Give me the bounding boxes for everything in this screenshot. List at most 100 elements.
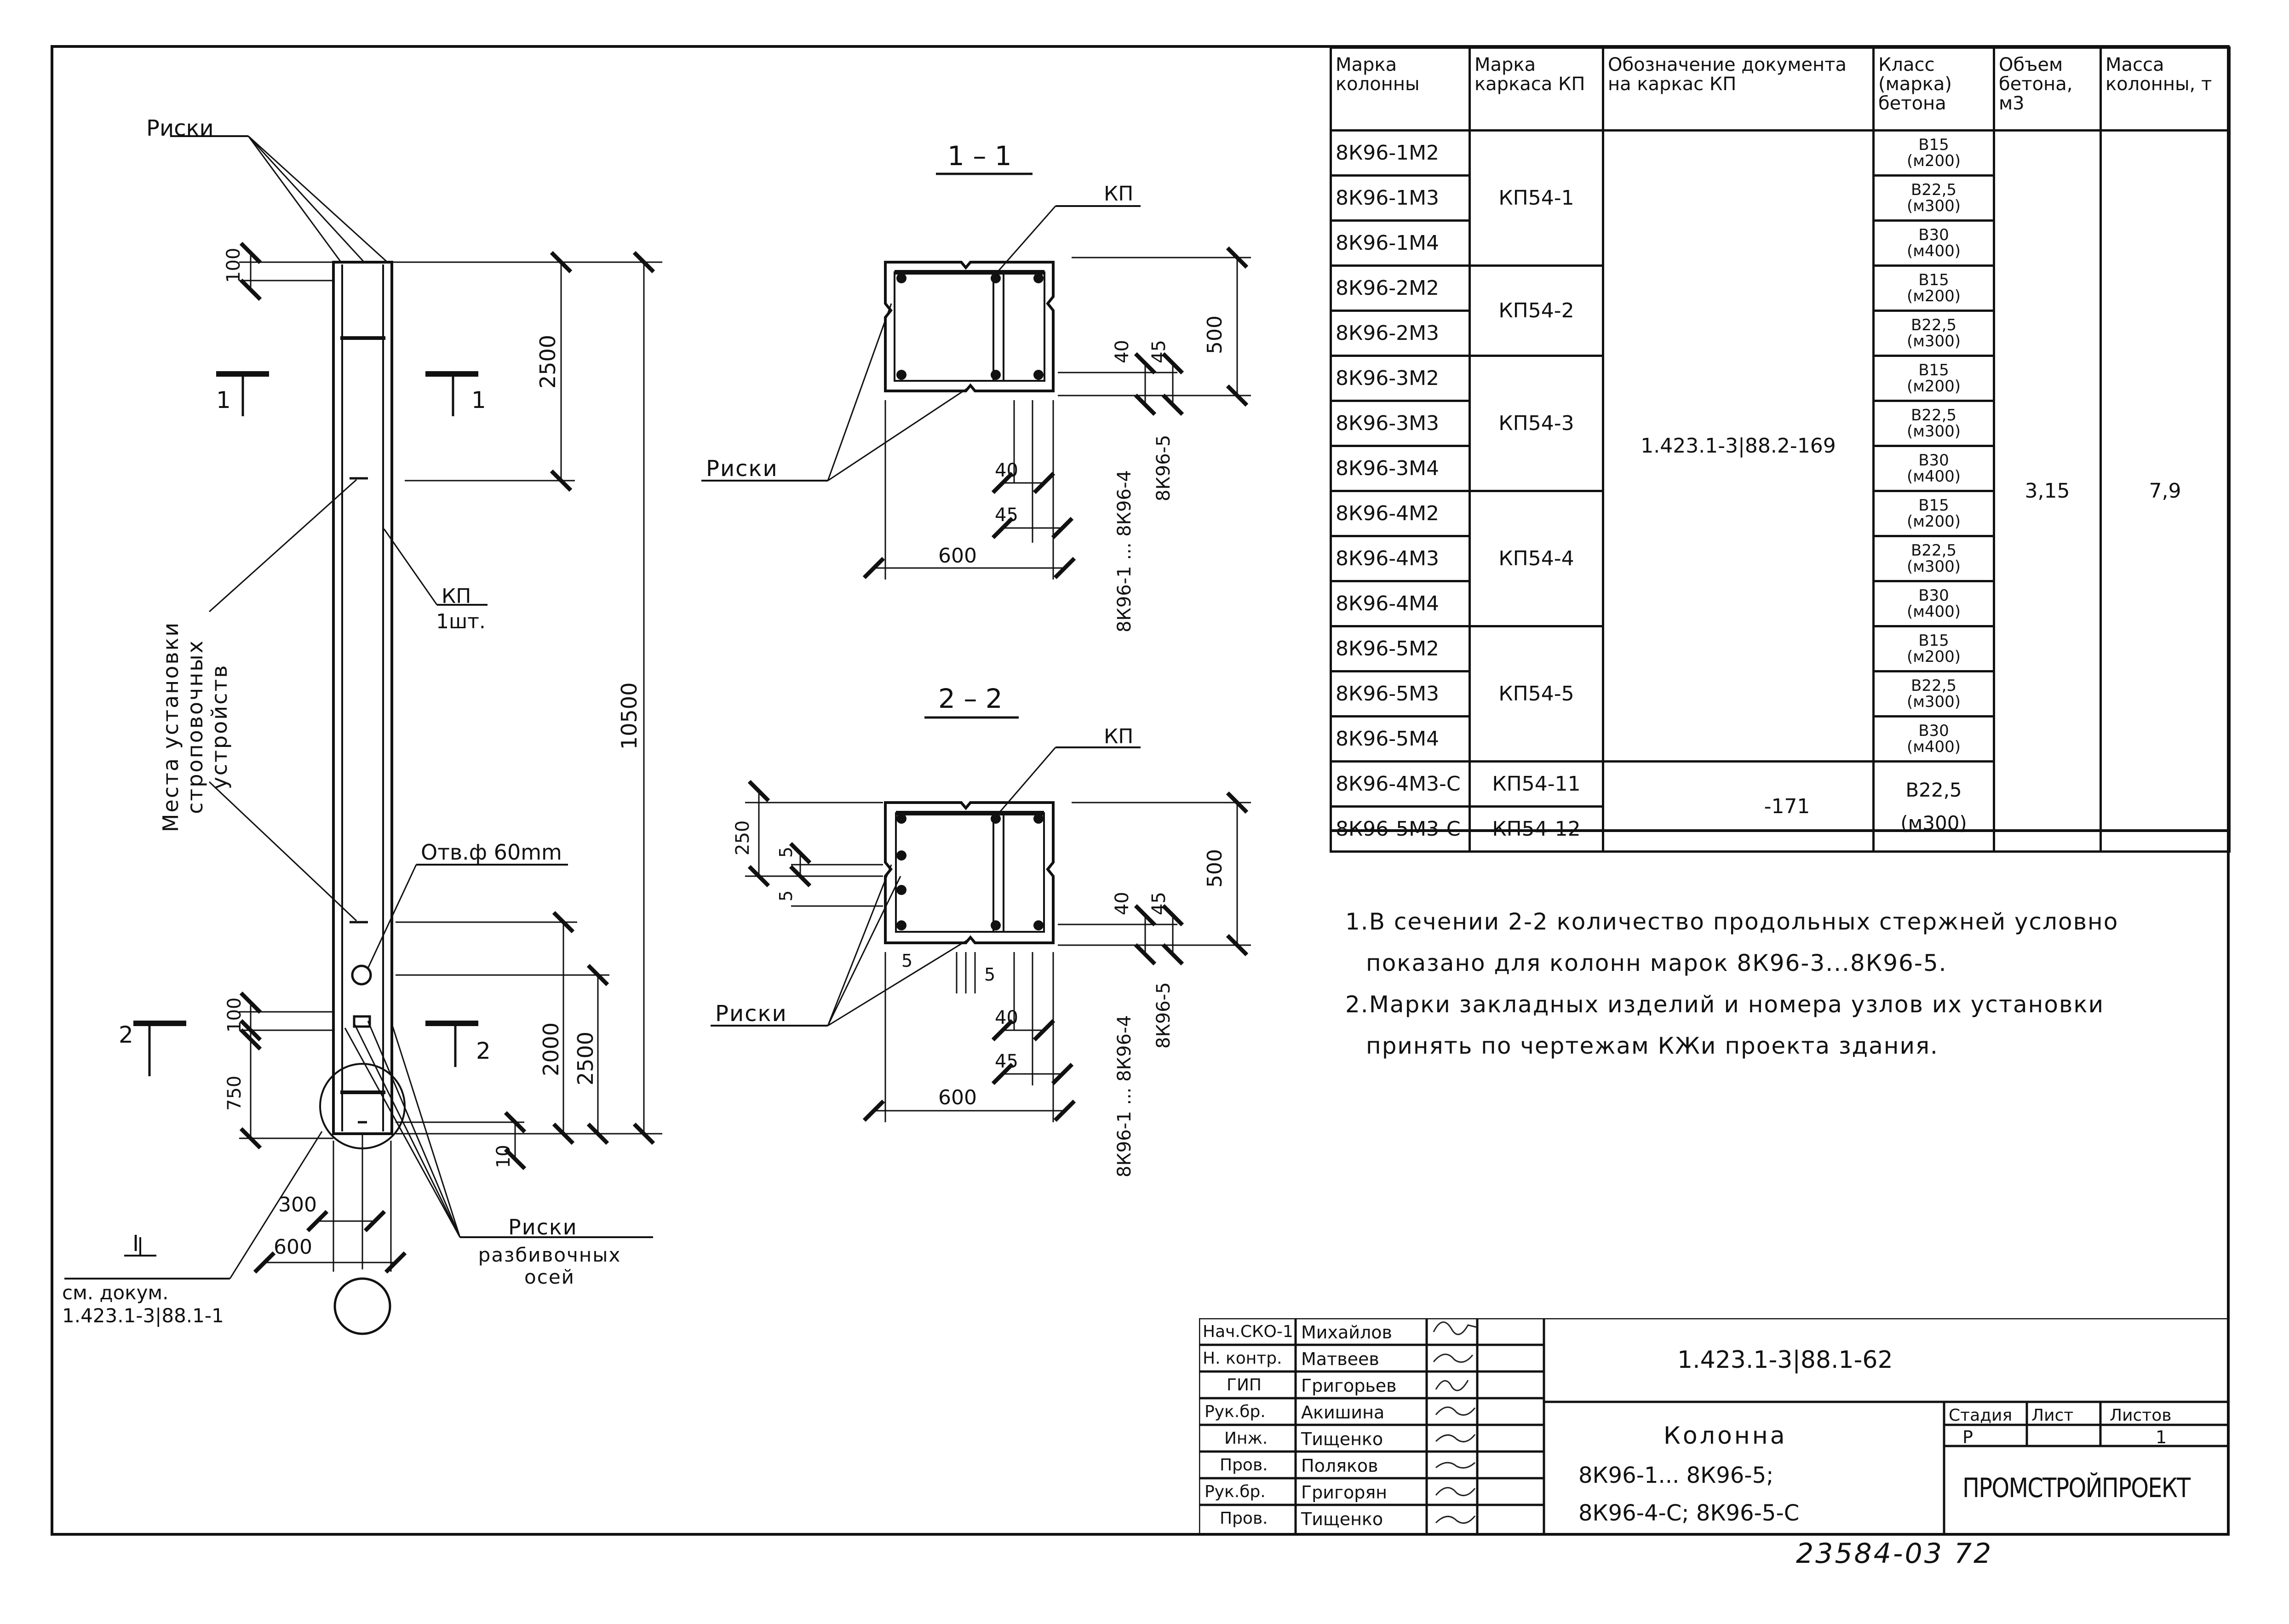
section-1-title: 1 – 1	[947, 140, 1012, 172]
dim-10: 10	[493, 1145, 514, 1168]
cell-concrete-class: В22,5(м300)	[1872, 760, 1995, 853]
note-line-1: 1.В сечении 2-2 количество продольных ст…	[1345, 908, 2119, 935]
section-mark-1-right: 1	[471, 387, 486, 413]
header-concrete-volume: Объем бетона, м3	[1993, 46, 2102, 132]
cell-column-mark: 8К96-2М3	[1330, 310, 1471, 357]
class-grade: В22,5	[1910, 541, 1957, 560]
section-2-dim-40-right: 40	[1112, 892, 1133, 915]
class-mark: (м400)	[1906, 241, 1961, 260]
table-row: 8К96-3М4 В30(м400)	[1330, 445, 2230, 492]
section-1-riski-label: Риски	[706, 456, 778, 482]
class-grade: В30	[1918, 586, 1949, 605]
class-mark: (м300)	[1906, 332, 1961, 350]
section-mark-2-left: 2	[119, 1021, 133, 1048]
class-grade: В22,5	[1910, 676, 1957, 695]
cell-frame-mark: КП54-4	[1469, 490, 1604, 627]
dim-600-column: 600	[274, 1235, 312, 1259]
dim-10500: 10500	[617, 682, 642, 750]
cell-concrete-class: В15(м200)	[1872, 264, 1995, 312]
section-2-dim-5-d: 5	[984, 964, 996, 985]
section-2-dim-250: 250	[732, 820, 753, 855]
cell-frame-mark: КП54-12	[1469, 805, 1604, 853]
class-grade: В30	[1918, 451, 1949, 470]
table-row: 8К96-5М3 В22,5(м300)	[1330, 670, 2230, 717]
cell-column-mark: 8К96-3М3	[1330, 400, 1471, 447]
cell-concrete-class: В15(м200)	[1872, 355, 1995, 402]
class-mark: (м400)	[1906, 467, 1961, 486]
section-1-dim-600: 600	[938, 544, 977, 568]
cell-concrete-class: В30(м400)	[1872, 445, 1995, 492]
cell-column-mark: 8К96-5М2	[1330, 625, 1471, 672]
staff-role: Н. контр.	[1203, 1349, 1282, 1368]
table-row: 8К96-3М2 КП54-3 В15(м200)	[1330, 355, 2230, 492]
section-1-dim-40-right: 40	[1112, 340, 1133, 363]
table-row: 8К96-5М3-С КП54-12	[1330, 805, 2230, 853]
cell-concrete-class: В22,5(м300)	[1872, 670, 1995, 717]
section-1-dim-45-bottom: 45	[995, 505, 1018, 526]
section-1-range-4: 8К96-1 ... 8К96-4	[1114, 470, 1135, 632]
dim-750: 750	[224, 1075, 245, 1111]
dim-300: 300	[278, 1193, 317, 1217]
table-row: 8К96-4М4 В30(м400)	[1330, 580, 2230, 627]
class-mark: (м200)	[1906, 377, 1961, 396]
cell-concrete-class: В30(м400)	[1872, 219, 1995, 267]
staff-role: Пров.	[1220, 1456, 1268, 1475]
section-2-dim-45-right: 45	[1148, 892, 1170, 915]
class-grade: В15	[1918, 135, 1949, 154]
class-grade: В15	[1918, 496, 1949, 515]
table-row: 8К96-1М4 В30(м400)	[1330, 219, 2230, 267]
cell-frame-document: 1.423.1-3|88.2-169	[1602, 129, 1875, 763]
staff-role: Инж.	[1224, 1429, 1268, 1448]
cell-frame-mark: КП54-1	[1469, 129, 1604, 267]
section-2-dim-45-bottom: 45	[995, 1051, 1018, 1072]
cell-concrete-class: В22,5(м300)	[1872, 310, 1995, 357]
section-2-range-5: 8К96-5	[1153, 982, 1174, 1049]
header-column-mass: Масса колонны, т	[2100, 46, 2231, 132]
note-line-2: показано для колонн марок 8К96-3...8К96-…	[1366, 950, 1947, 976]
drawing-name-line-1: Колонна	[1664, 1422, 1787, 1450]
staff-name: Григорьев	[1301, 1376, 1397, 1396]
cell-concrete-class: В15(м200)	[1872, 129, 1995, 177]
staff-name: Михайлов	[1301, 1322, 1392, 1343]
table-row: 8К96-2М3 В22,5(м300)	[1330, 310, 2230, 357]
section-2-riski-label: Риски	[715, 1001, 787, 1027]
table-row: 8К96-4М3-С КП54-11 -171 В22,5(м300)	[1330, 760, 2230, 853]
section-1-range-5: 8К96-5	[1153, 435, 1174, 501]
header-concrete-class: Класс (марка) бетона	[1872, 46, 1995, 132]
table-row: 8К96-1М2 КП54-1 1.423.1-3|88.2-169 В15(м…	[1330, 129, 2231, 853]
organization-name: ПРОМСТРОЙПРОЕКТ	[1962, 1472, 2191, 1503]
kp-qty-label: 1шт.	[436, 610, 486, 633]
cell-concrete-class: В30(м400)	[1872, 580, 1995, 627]
sheets-value: 1	[2156, 1427, 2167, 1447]
section-2-kp-label: КП	[1104, 725, 1134, 748]
cell-frame-mark: КП54-2	[1469, 264, 1604, 357]
dim-2000: 2000	[539, 1022, 563, 1076]
table-row: 8К96-1М3 В22,5(м300)	[1330, 174, 2230, 222]
title-block-grid	[1199, 1318, 2228, 1534]
section-1-dim-40-bottom: 40	[995, 460, 1018, 481]
drawing-name-line-3: 8К96-4-С; 8К96-5-С	[1578, 1500, 1800, 1526]
staff-name: Тищенко	[1301, 1429, 1383, 1449]
staff-role: Рук.бр.	[1205, 1482, 1266, 1501]
dim-2500-bottom: 2500	[573, 1031, 598, 1085]
class-mark: (м300)	[1906, 692, 1961, 711]
class-mark: (м200)	[1906, 287, 1961, 305]
section-2-dim-5-a: 5	[776, 846, 796, 858]
cell-column-mark: 8К96-3М4	[1330, 445, 1471, 492]
cell-column-mark: 8К96-1М4	[1330, 219, 1471, 267]
section-mark-2-right: 2	[476, 1038, 491, 1064]
signature-scribbles	[1433, 1321, 1478, 1524]
cell-concrete-volume: 3,15	[1993, 129, 2102, 853]
class-grade: В30	[1918, 721, 1949, 740]
cell-concrete-class: В30(м400)	[1872, 715, 1995, 763]
table-row: 8К96-5М2 КП54-5 В15(м200)	[1330, 625, 2230, 763]
section-1-dim-500: 500	[1203, 316, 1227, 354]
class-grade: В22,5	[1910, 316, 1957, 334]
cell-frame-mark: КП54-11	[1469, 760, 1604, 808]
staff-role: Пров.	[1220, 1509, 1268, 1528]
section-2-dim-600: 600	[938, 1086, 977, 1109]
staff-name: Григорян	[1301, 1482, 1388, 1503]
class-grade: В30	[1918, 225, 1949, 244]
cell-column-mark: 8К96-5М3	[1330, 670, 1471, 717]
